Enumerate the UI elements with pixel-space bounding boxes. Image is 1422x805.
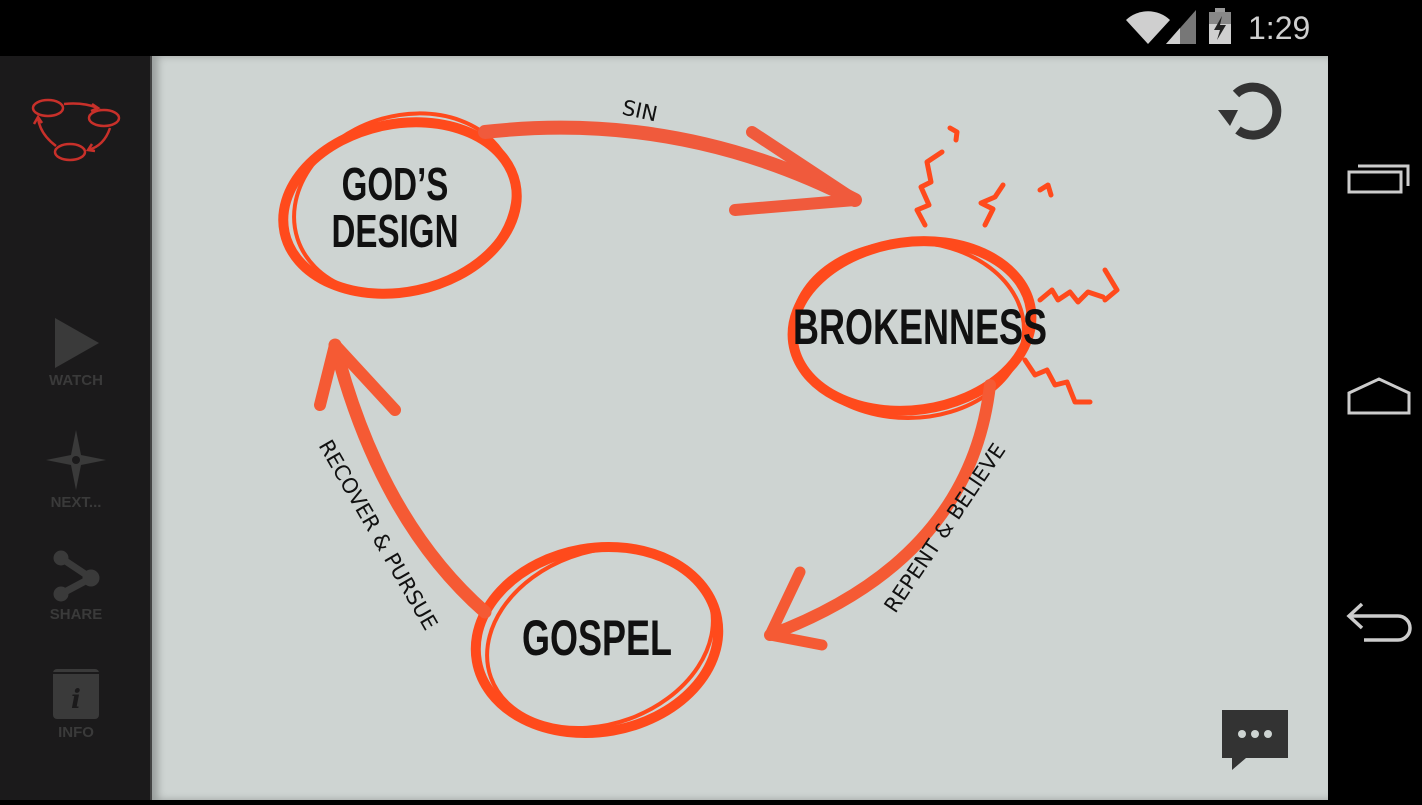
node-brokenness[interactable] xyxy=(781,125,1120,426)
gospel-cycle-diagram: GOD’S DESIGN BROKENNESS GOSPEL SIN REPEN… xyxy=(267,86,1120,759)
diagram-canvas: GOD’S DESIGN BROKENNESS GOSPEL SIN REPEN… xyxy=(152,56,1328,800)
edge-label-repent: REPENT & BELIEVE xyxy=(880,439,1011,617)
replay-icon[interactable] xyxy=(1216,78,1286,144)
compass-icon xyxy=(46,430,106,490)
node-gods-design[interactable] xyxy=(267,86,538,323)
app-logo-icon[interactable] xyxy=(28,84,124,168)
info-icon: i xyxy=(53,669,99,719)
sidebar: WATCH NEXT... SHARE i INFO xyxy=(0,56,152,800)
watch-button[interactable]: WATCH xyxy=(0,318,152,389)
wifi-icon xyxy=(1126,11,1170,44)
svg-text:i: i xyxy=(71,685,81,715)
edge-label-sin: SIN xyxy=(620,96,659,127)
home-icon[interactable] xyxy=(1346,376,1412,416)
back-icon[interactable] xyxy=(1344,600,1416,644)
arrow-recover xyxy=(314,338,492,619)
node-label-gods-design-2: DESIGN xyxy=(332,207,459,257)
next-button[interactable]: NEXT... xyxy=(0,430,152,511)
recent-apps-icon[interactable] xyxy=(1346,160,1412,196)
watch-label: WATCH xyxy=(49,372,103,389)
node-label-gods-design-1: GOD’S xyxy=(342,160,449,210)
share-button[interactable]: SHARE xyxy=(0,550,152,623)
crack-marks xyxy=(914,125,1120,405)
status-bar: 1:29 xyxy=(0,0,1422,56)
arrow-sin xyxy=(478,120,862,216)
play-icon xyxy=(55,318,99,368)
arrow-repent xyxy=(764,379,996,651)
info-button[interactable]: i INFO xyxy=(0,668,152,741)
node-gospel[interactable] xyxy=(461,518,739,759)
clock: 1:29 xyxy=(1248,10,1311,46)
battery-charging-icon xyxy=(1209,8,1231,44)
next-label: NEXT... xyxy=(50,494,102,511)
signal-icon xyxy=(1166,10,1196,44)
comments-icon[interactable] xyxy=(1220,708,1290,772)
node-label-gospel: GOSPEL xyxy=(522,611,672,666)
node-label-brokenness: BROKENNESS xyxy=(793,300,1047,355)
share-label: SHARE xyxy=(49,606,103,623)
share-icon xyxy=(53,550,100,602)
android-nav-bar xyxy=(1328,56,1422,800)
info-label: INFO xyxy=(58,724,94,741)
